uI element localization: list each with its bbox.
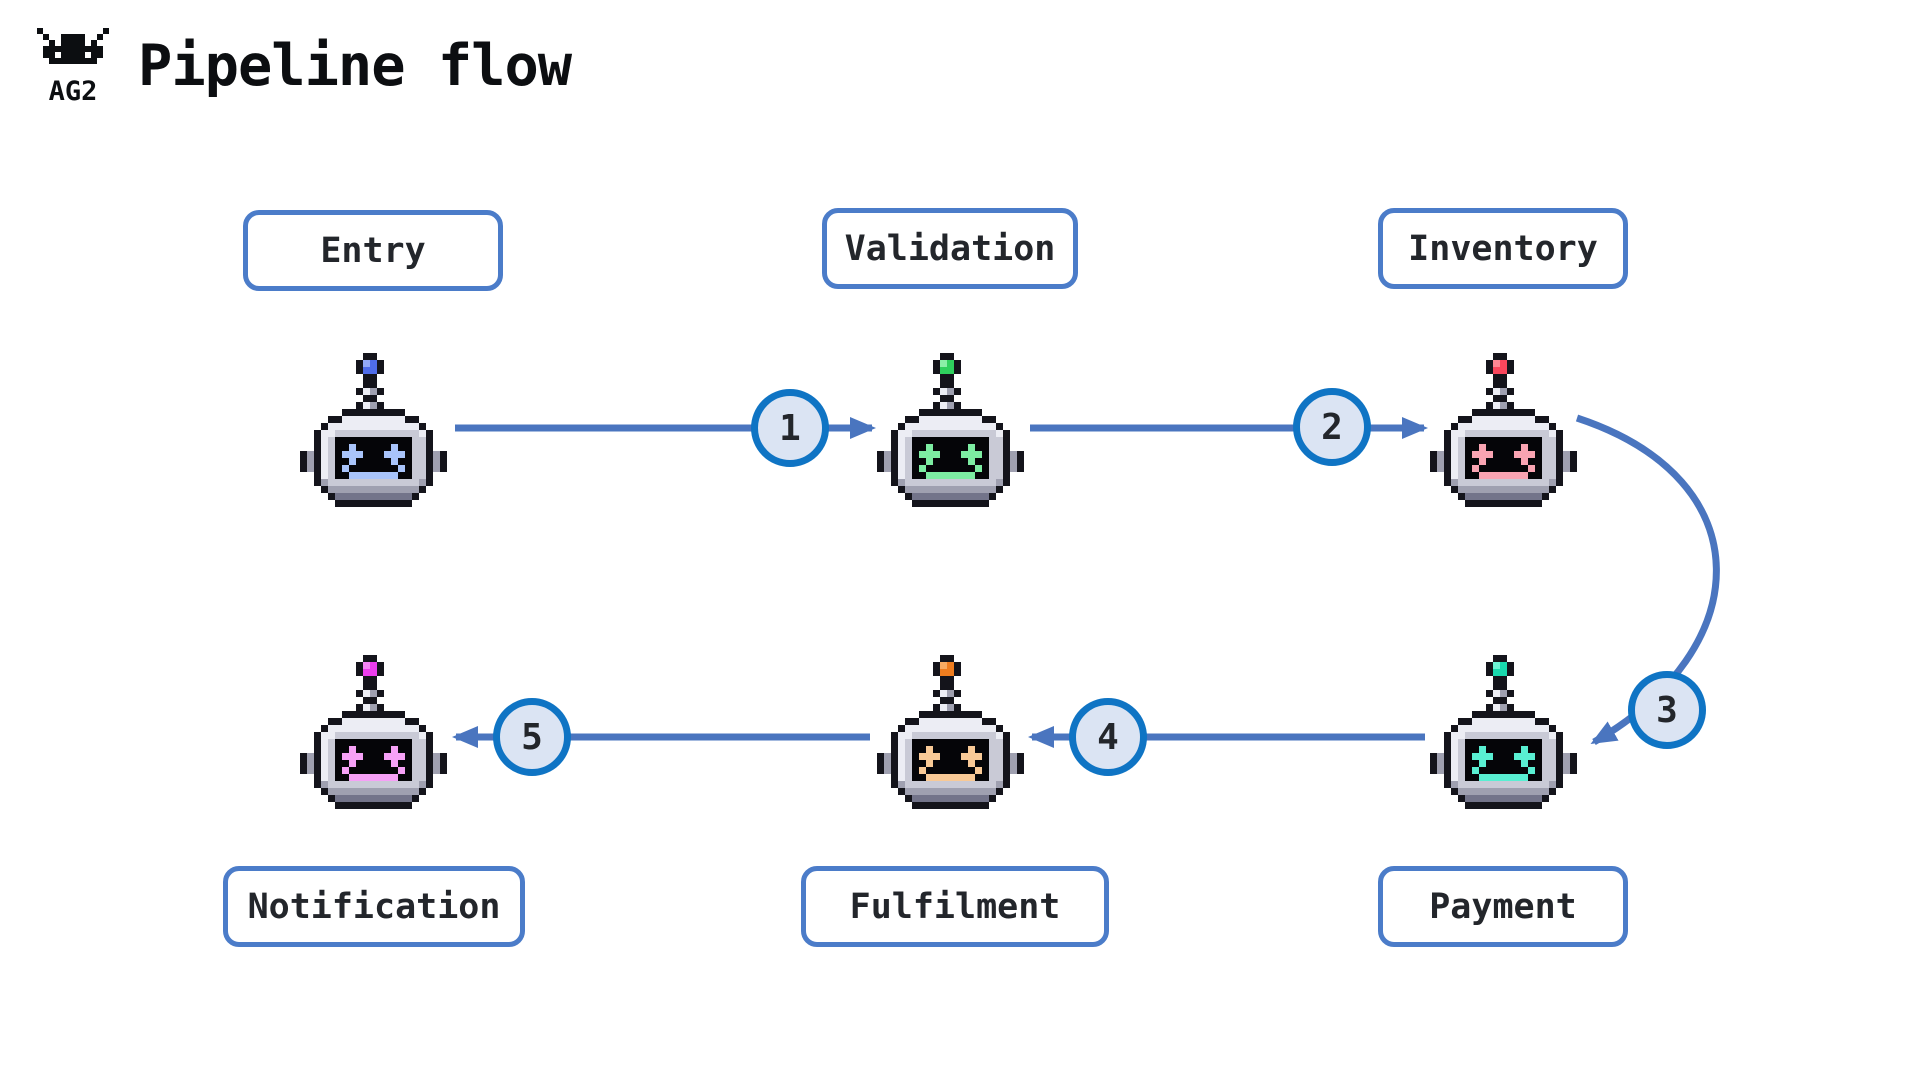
- node-label-payment: Payment: [1378, 866, 1628, 947]
- header: AG2 Pipeline flow: [36, 26, 572, 106]
- robot-notification-icon: [300, 655, 447, 809]
- robot-payment-icon: [1430, 655, 1577, 809]
- robot-fulfilment-icon: [877, 655, 1024, 809]
- step-badge-5: 5: [493, 698, 571, 776]
- node-label-entry: Entry: [243, 210, 503, 291]
- node-label-validation: Validation: [822, 208, 1078, 289]
- step-badge-1: 1: [751, 389, 829, 467]
- page-title: Pipeline flow: [138, 33, 572, 99]
- robot-entry-icon: [300, 353, 447, 507]
- logo-text: AG2: [49, 76, 98, 106]
- step-badge-4: 4: [1069, 698, 1147, 776]
- ag2-logo-icon: AG2: [37, 28, 109, 106]
- step-badge-3: 3: [1628, 671, 1706, 749]
- robot-validation-icon: [877, 353, 1024, 507]
- node-label-notification: Notification: [223, 866, 525, 947]
- robot-inventory-icon: [1430, 353, 1577, 507]
- node-label-fulfilment: Fulfilment: [801, 866, 1109, 947]
- step-badge-2: 2: [1293, 388, 1371, 466]
- node-label-inventory: Inventory: [1378, 208, 1628, 289]
